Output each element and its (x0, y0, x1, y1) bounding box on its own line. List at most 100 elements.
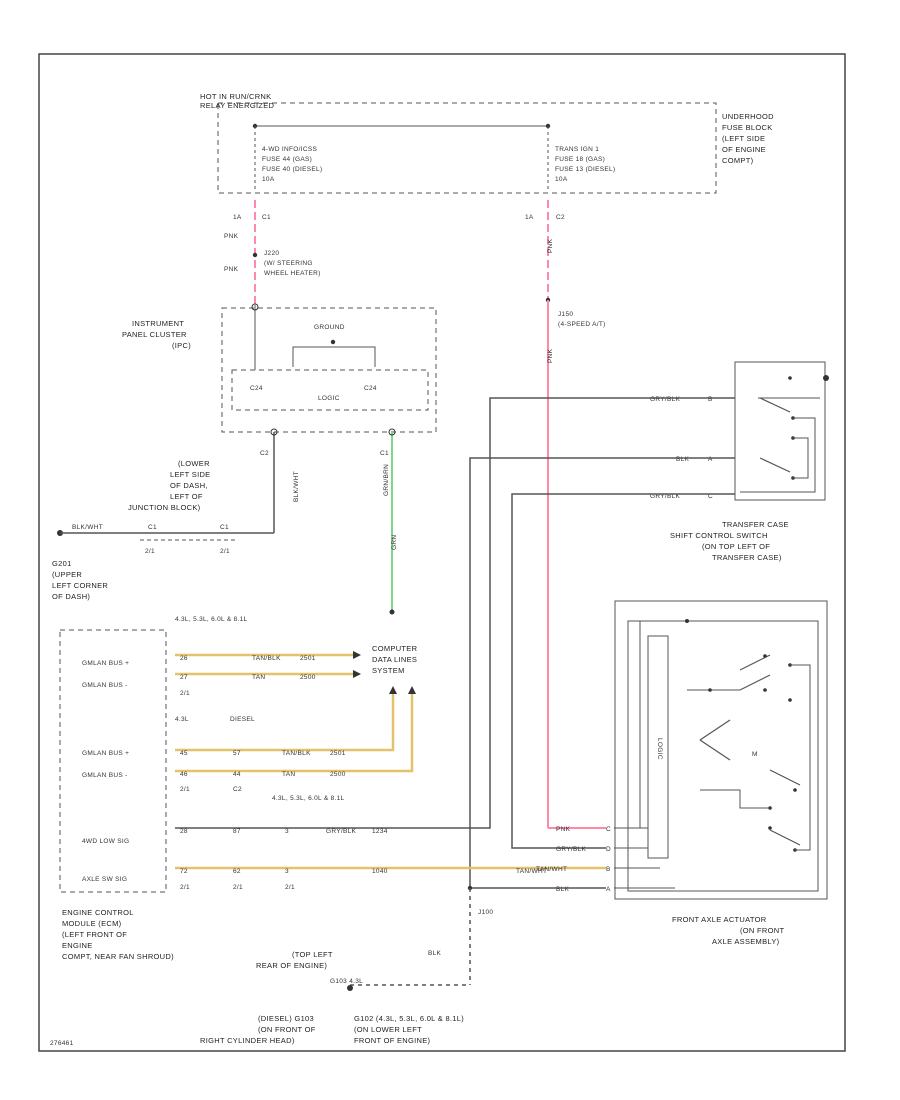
tc-wire-2: BLK (676, 456, 690, 463)
svg-text:DATA LINES: DATA LINES (372, 655, 417, 664)
ecm-row-c3c: 2/1 (285, 884, 295, 891)
ecm-circ-5: 1234 (372, 828, 388, 835)
svg-text:INSTRUMENT: INSTRUMENT (132, 319, 184, 328)
ground-icon (347, 985, 353, 991)
transfer-case-switch: GRY/BLK BLK GRY/BLK B A C TRANSFER CASE … (650, 361, 829, 562)
ipc-grn: GRN (391, 535, 398, 550)
svg-text:SYSTEM: SYSTEM (372, 666, 405, 675)
pin-1a-right: 1A (525, 214, 534, 221)
act-pin-a: A (606, 886, 611, 893)
upper-1: G201 (52, 559, 72, 568)
svg-text:WHEEL HEATER): WHEEL HEATER) (264, 270, 321, 277)
tc-pin-b: B (708, 396, 713, 403)
fuse-right-2: FUSE 18 (GAS) (555, 156, 605, 163)
svg-text:OF DASH): OF DASH) (52, 592, 90, 601)
svg-text:C1: C1 (220, 524, 229, 531)
svg-text:2/1: 2/1 (145, 548, 155, 555)
underhood-label-2: FUSE BLOCK (722, 123, 773, 132)
svg-text:2/1: 2/1 (180, 884, 190, 891)
svg-text:B: B (708, 396, 713, 403)
svg-text:HOT IN RUN/CRNK: HOT IN RUN/CRNK (200, 92, 271, 101)
svg-text:COMPUTER: COMPUTER (372, 644, 418, 653)
svg-text:REAR OF ENGINE): REAR OF ENGINE) (256, 961, 327, 970)
svg-text:2501: 2501 (330, 750, 346, 757)
svg-text:26: 26 (180, 655, 188, 662)
ecm: 4.3L, 5.3L, 6.0L & 8.1L 4.3L DIESEL 4.3L… (59, 616, 606, 961)
svg-text:C1: C1 (262, 214, 271, 221)
ecm-pin-a6: 72 (180, 868, 188, 875)
act-pin-c: C (606, 826, 611, 833)
svg-text:TAN: TAN (252, 674, 265, 681)
svg-text:57: 57 (233, 750, 241, 757)
diesel-3: RIGHT CYLINDER HEAD) (200, 1036, 295, 1045)
svg-text:(ON FRONT OF: (ON FRONT OF (258, 1025, 316, 1034)
ipc-pin-left: C24 (250, 385, 263, 392)
svg-text:GMLAN BUS -: GMLAN BUS - (82, 682, 128, 689)
pin-c2-right: C2 (556, 214, 565, 221)
ipc-wires: C2 BLK/WHT C1 GRN/BRN GRN (230, 428, 398, 615)
svg-text:(IPC): (IPC) (172, 341, 191, 350)
act-wire-tan: TAN/WHT (536, 866, 567, 873)
svg-text:62: 62 (233, 868, 241, 875)
svg-text:LEFT SIDE: LEFT SIDE (170, 470, 211, 479)
svg-text:GRY/BLK: GRY/BLK (650, 493, 681, 500)
ecm-row-c2b: C2 (233, 786, 242, 793)
svg-text:J150: J150 (558, 311, 573, 318)
svg-text:SHIFT CONTROL SWITCH: SHIFT CONTROL SWITCH (670, 531, 768, 540)
svg-text:4.3L: 4.3L (175, 716, 189, 723)
ipc-logic: LOGIC (318, 395, 340, 402)
upper-2: (UPPER (52, 570, 82, 579)
ecm-header-gas: 4.3L, 5.3L, 6.0L & 8.1L (175, 616, 248, 623)
svg-text:(W/ STEERING: (W/ STEERING (264, 260, 313, 267)
svg-text:27: 27 (180, 674, 188, 681)
act-pin-d: D (606, 846, 611, 853)
fuse-left-4: 10A (262, 176, 275, 183)
svg-text:46: 46 (180, 771, 188, 778)
svg-text:GROUND: GROUND (314, 324, 345, 331)
ecm-sig-2: GMLAN BUS - (82, 682, 128, 689)
svg-text:BLK/WHT: BLK/WHT (293, 471, 300, 502)
svg-text:2500: 2500 (300, 674, 316, 681)
svg-text:PNK: PNK (556, 826, 571, 833)
svg-text:PNK: PNK (224, 233, 239, 240)
svg-text:44: 44 (233, 771, 241, 778)
ipc-label-1: INSTRUMENT (132, 319, 184, 328)
cdl-1: COMPUTER (372, 644, 418, 653)
diesel-1: (DIESEL) G103 (258, 1014, 314, 1023)
underhood-label-1: UNDERHOOD (722, 112, 774, 121)
svg-text:PNK: PNK (547, 238, 554, 253)
svg-text:(4-SPEED A/T): (4-SPEED A/T) (558, 321, 606, 328)
j150-2: (4-SPEED A/T) (558, 321, 606, 328)
ecm-header-gas2: 4.3L (175, 716, 189, 723)
act-wire-pnk: PNK (556, 826, 571, 833)
svg-text:4-WD INFO/ICSS: 4-WD INFO/ICSS (262, 146, 317, 153)
tc-wire-3: GRY/BLK (650, 493, 681, 500)
g103-loc: G103 4.3L (330, 978, 363, 985)
ecm-sig-1: GMLAN BUS + (82, 660, 129, 667)
hot-label-1: HOT IN RUN/CRNK (200, 92, 271, 101)
ecm-sig-6: AXLE SW SIG (82, 876, 127, 883)
bottom-ground: J100 BLK (TOP LEFT REAR OF ENGINE) G103 … (50, 885, 606, 1047)
svg-text:C2: C2 (556, 214, 565, 221)
svg-text:28: 28 (180, 828, 188, 835)
svg-text:FUSE 18 (GAS): FUSE 18 (GAS) (555, 156, 605, 163)
pnk-label-2: PNK (224, 266, 239, 273)
ecm-pin-a2: 27 (180, 674, 188, 681)
svg-text:TAN/BLK: TAN/BLK (282, 750, 311, 757)
ground-pin-1: C1 (148, 524, 157, 531)
svg-text:M: M (752, 751, 758, 758)
svg-text:J100: J100 (478, 909, 493, 916)
pnk-label-1: PNK (224, 233, 239, 240)
ipc-wire-left: BLK/WHT (293, 471, 300, 502)
svg-text:4.3L, 5.3L, 6.0L & 8.1L: 4.3L, 5.3L, 6.0L & 8.1L (175, 616, 248, 623)
tc-label-4: TRANSFER CASE) (712, 553, 782, 562)
svg-text:LEFT CORNER: LEFT CORNER (52, 581, 108, 590)
svg-text:ENGINE: ENGINE (62, 941, 93, 950)
svg-text:C: C (606, 826, 611, 833)
svg-text:GMLAN BUS -: GMLAN BUS - (82, 772, 128, 779)
svg-text:GMLAN BUS +: GMLAN BUS + (82, 750, 129, 757)
svg-text:10A: 10A (555, 176, 568, 183)
svg-text:(UPPER: (UPPER (52, 570, 82, 579)
svg-text:GRN: GRN (391, 535, 398, 550)
svg-text:GRY/BLK: GRY/BLK (326, 828, 357, 835)
